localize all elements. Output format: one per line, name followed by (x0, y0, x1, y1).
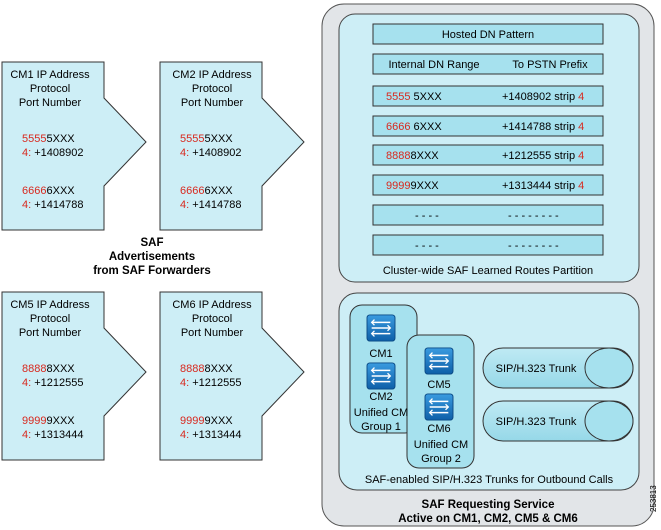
shape-header-line: Port Number (19, 327, 82, 339)
shape-entry-number: 4: +1313444 (22, 429, 84, 441)
advertisements-caption: SAF Advertisements from SAF Forwarders (93, 237, 211, 277)
shape-header-line: CM2 IP Address (172, 69, 252, 81)
trunks-caption: SAF-enabled SIP/H.323 Trunks for Outboun… (365, 474, 614, 486)
shape-header-line: CM5 IP Address (10, 299, 90, 311)
group-label: Unified CM (414, 439, 468, 451)
sip-trunk-label: SIP/H.323 Trunk (496, 363, 577, 375)
route-row (372, 144, 604, 166)
route-dn-range: 5555 5XXX (386, 91, 442, 103)
route-row-empty (372, 204, 604, 226)
shape-entry-number: 4: +1414788 (22, 199, 84, 211)
call-manager-server-icon (424, 393, 454, 421)
route-dn-range: 88888XXX (386, 150, 439, 162)
route-pstn-prefix: +1408902 strip 4 (502, 91, 584, 103)
route-row (372, 115, 604, 137)
caption-line: from SAF Forwarders (93, 265, 211, 277)
shape-entry-pattern: 55555XXX (22, 133, 75, 145)
shape-header-line: Protocol (30, 313, 70, 325)
group-label: Group 2 (421, 453, 461, 465)
caption-line: SAF (141, 237, 164, 249)
call-manager-server-icon (366, 314, 396, 342)
shape-entry-pattern: 88888XXX (180, 363, 233, 375)
shape-header-line: Protocol (30, 83, 70, 95)
sip-trunk-label: SIP/H.323 Trunk (496, 416, 577, 428)
outbound-trunks-panel: CM1 CM2 Unified CM Group 1 CM5 CM6 Unifi… (338, 292, 640, 491)
shape-entry-pattern: 99999XXX (22, 415, 75, 427)
shape-header-line: Protocol (192, 83, 232, 95)
route-dn-range: 99999XXX (386, 180, 439, 192)
shape-entry-pattern: 99999XXX (180, 415, 233, 427)
internal-dn-range-label: Internal DN Range (388, 59, 479, 71)
shape-header-line: Protocol (192, 313, 232, 325)
shape-header-line: Port Number (181, 97, 244, 109)
shape-entry-number: 4: +1212555 (180, 377, 242, 389)
shape-header-line: CM6 IP Address (172, 299, 252, 311)
route-row (372, 85, 604, 107)
shape-header-line: Port Number (181, 327, 244, 339)
shape-header-line: CM1 IP Address (10, 69, 90, 81)
shape-entry-number: 4: +1408902 (180, 147, 242, 159)
sip-trunk: SIP/H.323 Trunk (482, 347, 634, 389)
server-label: CM6 (427, 423, 450, 435)
server-label: CM5 (427, 379, 450, 391)
service-subtitle: Active on CM1, CM2, CM5 & CM6 (398, 513, 578, 525)
route-dn-range: 6666 6XXX (386, 121, 442, 133)
sip-trunk: SIP/H.323 Trunk (482, 400, 634, 442)
to-pstn-prefix-label: To PSTN Prefix (512, 59, 588, 71)
shape-entry-number: 4: +1408902 (22, 147, 84, 159)
route-pstn-prefix: +1313444 strip 4 (502, 180, 584, 192)
shape-entry-pattern: 88888XXX (22, 363, 75, 375)
advertisement-cm5: CM5 IP Address Protocol Port Number 8888… (1, 291, 147, 461)
partition-header-row (372, 53, 604, 75)
shape-header-line: Port Number (19, 97, 82, 109)
route-row (372, 174, 604, 196)
call-manager-server-icon (366, 362, 396, 390)
route-dn-range: - - - - (415, 210, 439, 222)
service-title: SAF Requesting Service (422, 499, 555, 511)
hosted-dn-pattern-label: Hosted DN Pattern (442, 29, 534, 41)
shape-entry-number: 4: +1313444 (180, 429, 242, 441)
hosted-dn-pattern-row (372, 23, 604, 45)
advertisement-cm6: CM6 IP Address Protocol Port Number 8888… (159, 291, 305, 461)
route-dn-range: - - - - (415, 240, 439, 252)
shape-entry-pattern: 66666XXX (22, 185, 75, 197)
shape-entry-number: 4: +1414788 (180, 199, 242, 211)
shape-entry-pattern: 55555XXX (180, 133, 233, 145)
group-label: Unified CM (354, 407, 408, 419)
server-label: CM1 (369, 348, 392, 360)
route-pstn-prefix: +1212555 strip 4 (502, 150, 584, 162)
figure-id: 253813 (649, 485, 658, 512)
caption-line: Advertisements (109, 251, 195, 263)
shape-entry-number: 4: +1212555 (22, 377, 84, 389)
learned-routes-partition: Hosted DN Pattern Internal DN Range To P… (338, 13, 640, 283)
server-label: CM2 (369, 391, 392, 403)
route-pstn-prefix: - - - - - - - - (508, 210, 559, 222)
advertisement-cm1: CM1 IP Address Protocol Port Number 5555… (1, 61, 147, 231)
route-pstn-prefix: +1414788 strip 4 (502, 121, 584, 133)
shape-entry-pattern: 66666XXX (180, 185, 233, 197)
route-row-empty (372, 234, 604, 256)
partition-caption: Cluster-wide SAF Learned Routes Partitio… (383, 265, 593, 277)
route-pstn-prefix: - - - - - - - - (508, 240, 559, 252)
call-manager-server-icon (424, 347, 454, 375)
advertisement-cm2: CM2 IP Address Protocol Port Number 5555… (159, 61, 305, 231)
group-label: Group 1 (361, 421, 401, 433)
